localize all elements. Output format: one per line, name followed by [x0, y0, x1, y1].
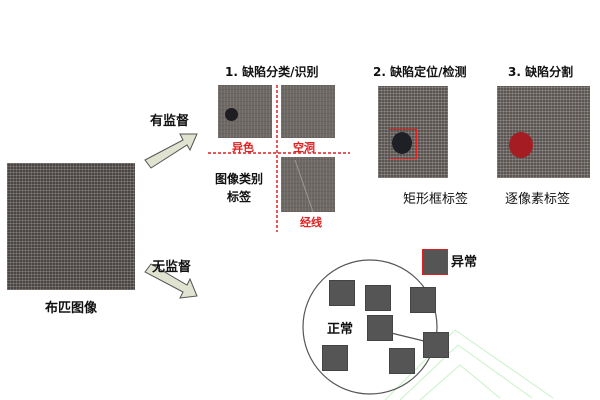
normal-sample — [365, 285, 391, 311]
unsupervised-arrow — [144, 263, 198, 299]
normal-label: 正常 — [327, 322, 354, 337]
watermark — [384, 329, 554, 400]
unsupervised-label: 无监督 — [152, 260, 192, 275]
supervised-arrow — [144, 133, 198, 169]
bbox-caption: 矩形框标签 — [403, 192, 469, 207]
tile-warp-defect — [281, 157, 335, 212]
pixel-caption: 逐像素标签 — [505, 192, 571, 207]
bounding-box — [389, 129, 417, 159]
label-color: 异色 — [232, 141, 254, 154]
normal-sample — [367, 315, 393, 341]
task-classification-title: 1. 缺陷分类/识别 — [225, 65, 319, 79]
normal-sample — [389, 348, 415, 374]
label-hole: 空洞 — [293, 141, 315, 154]
tile-hole-defect — [281, 85, 335, 138]
abnormal-label: 异常 — [451, 255, 478, 270]
normal-sample — [329, 280, 355, 306]
tile-segmentation — [497, 86, 590, 178]
tile-detection — [378, 86, 448, 178]
label-warp: 经线 — [300, 216, 322, 229]
supervised-label: 有监督 — [150, 114, 190, 129]
normal-sample — [322, 345, 348, 371]
task-detection-title: 2. 缺陷定位/检测 — [373, 65, 467, 79]
pixel-mask — [509, 132, 533, 158]
task-segmentation-title: 3. 缺陷分割 — [508, 65, 574, 79]
fabric-image — [7, 163, 135, 290]
normal-cluster — [302, 259, 438, 395]
class-label-caption-1: 图像类别 — [215, 172, 264, 186]
normal-sample — [410, 287, 436, 313]
abnormal-sample — [422, 249, 448, 275]
class-label-caption-2: 标签 — [227, 190, 252, 204]
normal-sample — [423, 332, 449, 358]
fabric-label: 布匹图像 — [45, 301, 98, 316]
tile-color-defect — [218, 85, 272, 138]
